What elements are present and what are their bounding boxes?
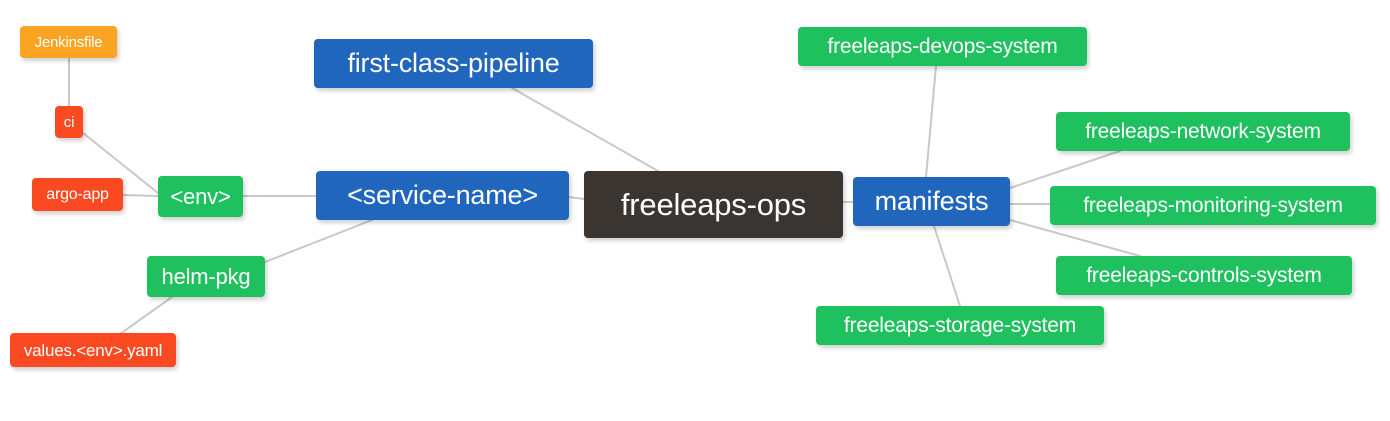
node-freeleaps-monitoring-system[interactable]: freeleaps-monitoring-system — [1050, 186, 1376, 225]
node-first-class-pipeline[interactable]: first-class-pipeline — [314, 39, 593, 88]
node-argo-app[interactable]: argo-app — [32, 178, 123, 211]
node-label-helm-pkg: helm-pkg — [161, 263, 251, 289]
node-label-freeleaps-ops: freeleaps-ops — [620, 187, 807, 222]
node-service-name[interactable]: <service-name> — [316, 171, 569, 220]
node-label-jenkinsfile: Jenkinsfile — [34, 33, 103, 51]
edge-service-name-to-freeleaps-ops — [568, 196, 585, 200]
node-env[interactable]: <env> — [158, 176, 243, 217]
node-ci[interactable]: ci — [55, 106, 83, 138]
node-freeleaps-controls-system[interactable]: freeleaps-controls-system — [1056, 256, 1352, 295]
node-label-freeleaps-storage-system: freeleaps-storage-system — [843, 314, 1077, 337]
node-label-argo-app: argo-app — [46, 185, 109, 203]
edge-values-yaml-to-helm-pkg — [119, 296, 173, 335]
node-label-freeleaps-network-system: freeleaps-network-system — [1085, 120, 1321, 143]
node-freeleaps-network-system[interactable]: freeleaps-network-system — [1056, 112, 1350, 151]
node-label-values-yaml: values.<env>.yaml — [23, 340, 163, 360]
node-label-manifests: manifests — [874, 186, 989, 216]
node-label-freeleaps-controls-system: freeleaps-controls-system — [1086, 264, 1322, 287]
edge-manifests-to-freeleaps-storage-system — [933, 225, 961, 307]
node-label-ci: ci — [63, 113, 75, 131]
edge-helm-pkg-to-service-name — [264, 219, 373, 263]
node-label-freeleaps-monitoring-system: freeleaps-monitoring-system — [1083, 194, 1343, 217]
node-freeleaps-storage-system[interactable]: freeleaps-storage-system — [816, 306, 1104, 345]
node-label-freeleaps-devops-system: freeleaps-devops-system — [827, 35, 1058, 58]
edge-argo-app-to-env — [122, 194, 159, 197]
node-helm-pkg[interactable]: helm-pkg — [147, 256, 265, 297]
edge-first-class-pipeline-to-freeleaps-ops — [511, 87, 659, 172]
node-freeleaps-devops-system[interactable]: freeleaps-devops-system — [798, 27, 1087, 66]
node-label-env: <env> — [170, 183, 231, 209]
edge-manifests-to-freeleaps-network-system — [1009, 150, 1121, 189]
node-freeleaps-ops[interactable]: freeleaps-ops — [584, 171, 843, 238]
node-label-first-class-pipeline: first-class-pipeline — [347, 48, 560, 78]
node-manifests[interactable]: manifests — [853, 177, 1010, 226]
node-label-service-name: <service-name> — [347, 180, 538, 210]
edge-manifests-to-freeleaps-controls-system — [1009, 219, 1141, 257]
node-values-yaml[interactable]: values.<env>.yaml — [10, 333, 176, 367]
edge-freeleaps-devops-system-to-manifests — [925, 65, 937, 178]
node-jenkinsfile[interactable]: Jenkinsfile — [20, 26, 117, 58]
